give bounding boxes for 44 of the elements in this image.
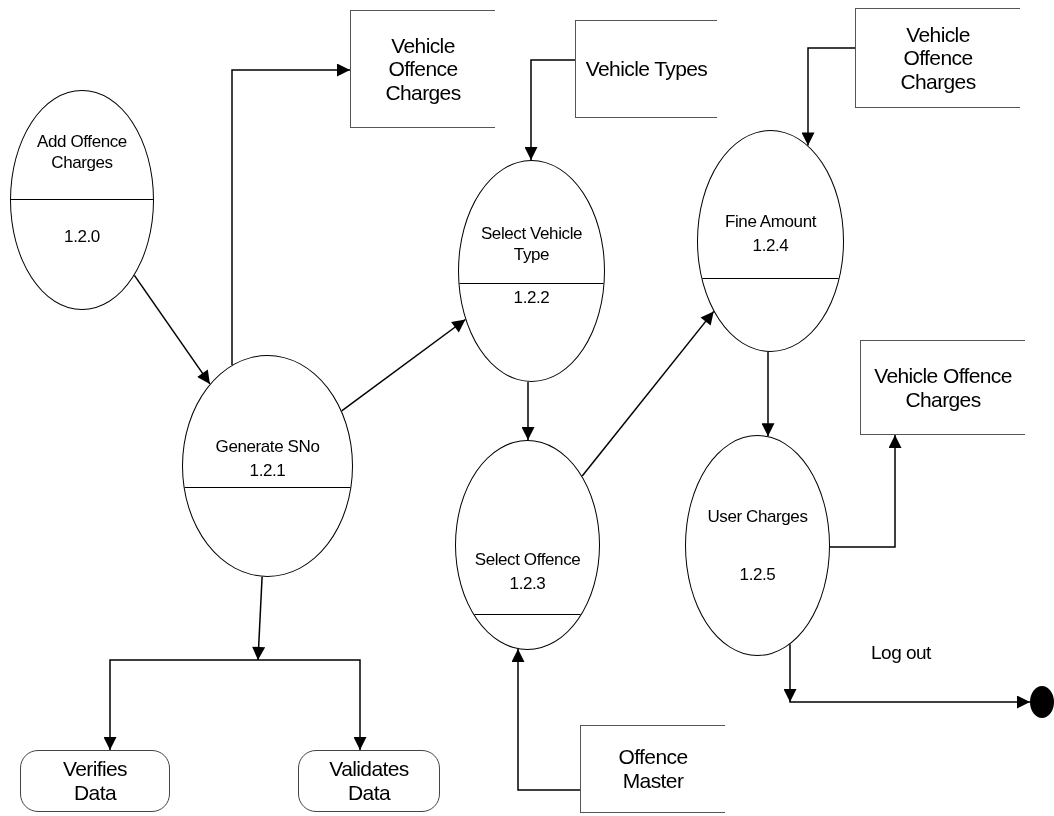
end-circle bbox=[1030, 686, 1054, 718]
store-label: Vehicle Offence Charges bbox=[384, 33, 462, 105]
arrow bbox=[524, 59, 576, 161]
process-number: 1.2.0 bbox=[63, 226, 101, 248]
terminal-label: Validates Data bbox=[328, 757, 410, 805]
store-label: Vehicle Offence Charges bbox=[873, 364, 1013, 411]
process-name: Select Vehicle Type bbox=[479, 223, 584, 266]
arrow bbox=[829, 434, 902, 548]
data-store bbox=[350, 10, 495, 128]
process-name: User Charges bbox=[706, 506, 809, 528]
store-label: Vehicle Types bbox=[585, 57, 708, 81]
arrow bbox=[511, 648, 581, 791]
data-store bbox=[580, 725, 725, 813]
process-number: 1.2.2 bbox=[512, 287, 551, 309]
data-store bbox=[855, 8, 1020, 108]
data-store bbox=[575, 20, 717, 118]
arrow bbox=[581, 310, 715, 477]
arrow bbox=[231, 63, 351, 366]
process-number: 1.2.4 bbox=[751, 235, 790, 257]
data-store bbox=[860, 340, 1025, 435]
arrow bbox=[761, 351, 775, 437]
arrow bbox=[103, 659, 259, 751]
process-ellipse bbox=[458, 160, 605, 382]
store-label: Vehicle Offence Charges bbox=[899, 22, 977, 94]
process-name: Add Offence Charges bbox=[36, 131, 128, 174]
process-ellipse bbox=[182, 355, 353, 577]
process-number: 1.2.5 bbox=[738, 564, 777, 586]
arrow bbox=[340, 318, 467, 412]
process-number: 1.2.1 bbox=[248, 460, 287, 482]
arrow bbox=[801, 47, 856, 147]
terminal-box bbox=[298, 750, 440, 812]
process-name: Select Offence bbox=[473, 549, 582, 571]
process-number: 1.2.3 bbox=[508, 573, 547, 595]
arrow bbox=[257, 659, 367, 751]
process-name: Fine Amount bbox=[723, 211, 818, 233]
terminal-label: Verifies Data bbox=[61, 757, 129, 805]
process-name: Generate SNo bbox=[214, 436, 321, 458]
store-label: Offence Master bbox=[617, 745, 689, 793]
process-ellipse bbox=[685, 435, 830, 656]
arrow bbox=[252, 576, 266, 661]
arrow bbox=[784, 643, 1031, 709]
arrow bbox=[133, 274, 211, 385]
terminal-box bbox=[20, 750, 170, 812]
arrow bbox=[521, 381, 535, 441]
